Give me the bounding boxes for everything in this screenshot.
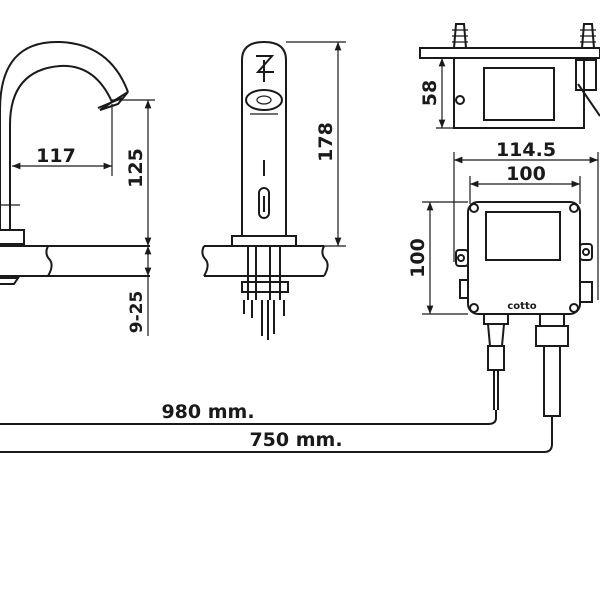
- box-lug-right: [579, 243, 593, 261]
- gland-left-body: [486, 323, 506, 347]
- dim-9-25: 9-25: [127, 246, 152, 336]
- box-lug-right-hole: [582, 248, 590, 256]
- dim-100-width: 100: [469, 163, 581, 204]
- base-plate: [0, 229, 25, 245]
- dim-58-label: 58: [419, 80, 441, 106]
- front-deck-break-right: [321, 245, 329, 277]
- cable-750-line: [0, 416, 553, 453]
- dim-178: 178: [286, 41, 346, 247]
- deck-break-mark: [45, 245, 53, 277]
- faucet-front-view: [201, 40, 329, 340]
- aerator-slot: [258, 187, 270, 219]
- dim-980-label: 980 mm.: [161, 401, 254, 423]
- box-front-screw-tr: [569, 203, 579, 213]
- box-front-screw-br: [569, 303, 579, 313]
- wall-plug-right: [580, 23, 596, 49]
- box-side-cover: [483, 67, 555, 121]
- cable-length-dims: 980 mm. 750 mm.: [0, 401, 553, 453]
- front-deck-break-left: [201, 245, 209, 277]
- mounting-bracket: [419, 47, 600, 59]
- gland-right-sleeve: [543, 345, 561, 417]
- dim-178-label: 178: [315, 122, 337, 162]
- brand-logo: cotto: [507, 301, 536, 312]
- dim-125: 125: [112, 99, 155, 246]
- wall-plug-left: [452, 23, 468, 49]
- spout-outer-curve: [0, 40, 129, 111]
- dim-125-label: 125: [125, 148, 147, 188]
- cable-980-line: [0, 410, 497, 425]
- gland-left-nut: [483, 313, 509, 325]
- dim-100w-label: 100: [506, 163, 546, 185]
- box-front-screw-tl: [469, 203, 479, 213]
- spout-inner-curve: [9, 64, 113, 230]
- dim-100h-label: 100: [407, 238, 429, 278]
- fixing-nut: [241, 281, 289, 293]
- gland-right-nut: [539, 313, 565, 327]
- box-connector-left: [459, 279, 469, 299]
- gland-right-body: [535, 325, 569, 347]
- wall-plug-left-ribs: [452, 29, 468, 43]
- box-side-terminal: [575, 59, 597, 91]
- box-front-window: [485, 211, 561, 261]
- front-body-outline: [241, 40, 287, 236]
- box-front-body: [467, 201, 581, 315]
- dim-750-label: 750 mm.: [249, 429, 342, 451]
- dim-58: 58: [419, 57, 454, 129]
- gland-left-sleeve: [487, 345, 505, 371]
- dim-117-label: 117: [36, 145, 76, 167]
- dim-114-5-label: 114.5: [496, 139, 556, 161]
- front-base-plate: [231, 235, 297, 247]
- box-side-screw: [455, 95, 465, 105]
- control-box-top-view: [419, 23, 600, 129]
- dim-114-5: 114.5: [453, 139, 599, 300]
- box-terminal-right: [579, 281, 593, 303]
- wall-plug-right-ribs: [580, 29, 596, 43]
- control-box-front-view: cotto: [455, 201, 593, 417]
- sensor-eye: [256, 95, 272, 105]
- dim-100-height: 100: [407, 201, 468, 315]
- box-lug-left: [455, 249, 469, 267]
- cable-exit: [577, 83, 600, 117]
- sensor-window: [245, 89, 283, 111]
- dim-117: 117: [11, 104, 113, 176]
- box-lug-left-hole: [457, 254, 465, 262]
- dim-9-25-label: 9-25: [127, 291, 147, 334]
- faucet-side-view: [0, 40, 150, 285]
- lock-nut: [0, 277, 20, 285]
- box-front-screw-bl: [469, 303, 479, 313]
